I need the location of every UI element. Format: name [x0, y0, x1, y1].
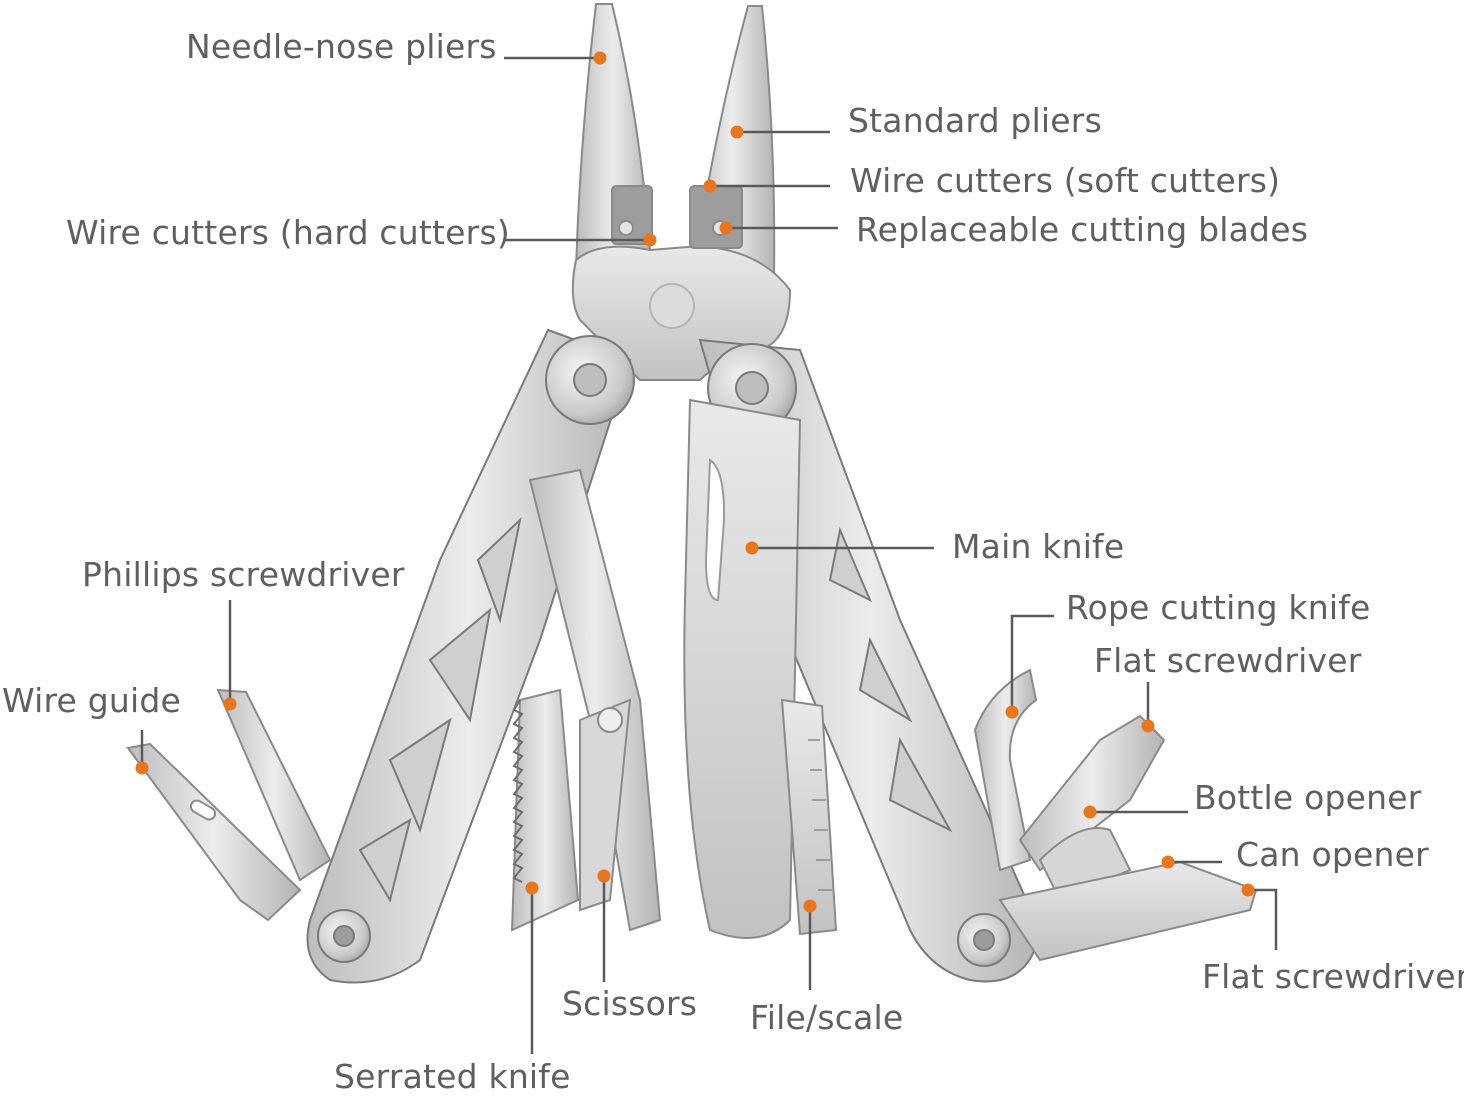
label-needle-nose-pliers: Needle-nose pliers [186, 27, 497, 66]
dot-phillips-screwdriver [223, 697, 237, 711]
dot-scissors [597, 869, 611, 883]
serrations [512, 699, 524, 883]
phillips-screwdriver-tool [216, 688, 332, 882]
label-flat-screwdriver-top: Flat screwdriver [1094, 641, 1362, 680]
can-opener-tool [998, 860, 1258, 962]
dot-needle-nose-pliers [593, 51, 607, 65]
label-flat-screwdriver-bottom: Flat screwdriver [1202, 957, 1464, 996]
label-wire-cutters-soft: Wire cutters (soft cutters) [850, 161, 1281, 200]
serrated-knife-blade [510, 688, 580, 932]
left-side-tools [126, 688, 332, 922]
label-scissors: Scissors [562, 984, 698, 1023]
label-serrated-knife: Serrated knife [334, 1057, 571, 1096]
wire-guide-tool [126, 742, 302, 922]
dot-flat-screwdriver-top [1141, 719, 1155, 733]
leader-flat-screwdriver-bottom [1248, 888, 1278, 950]
dot-serrated-knife [525, 881, 539, 895]
dot-wire-cutters-hard [643, 233, 657, 247]
leader-lines [140, 56, 1278, 1054]
marker-dots [135, 51, 1255, 913]
main-knife-blade [683, 398, 802, 939]
flat-screwdriver-top-tool [1018, 714, 1166, 872]
right-cutter-insert [689, 185, 743, 249]
label-wire-cutters-hard: Wire cutters (hard cutters) [66, 213, 510, 252]
dot-flat-screwdriver-bottom [1241, 883, 1255, 897]
bottle-opener-tool [1038, 827, 1132, 902]
file-scale-tool [780, 698, 838, 936]
label-standard-pliers: Standard pliers [848, 101, 1102, 140]
dot-replaceable-blades [719, 221, 733, 235]
pliers-center-pivot [649, 283, 695, 329]
label-main-knife: Main knife [952, 527, 1125, 566]
label-bottle-opener: Bottle opener [1194, 778, 1422, 817]
dot-rope-cutting-knife [1005, 705, 1019, 719]
label-rope-cutting-knife: Rope cutting knife [1066, 588, 1371, 627]
scale-ticks [808, 739, 832, 891]
label-phillips-screwdriver: Phillips screwdriver [82, 555, 405, 594]
dot-main-knife [745, 541, 759, 555]
leader-rope-cutting-knife [1010, 614, 1054, 712]
rope-cutting-knife-tool [973, 668, 1038, 872]
label-replaceable-blades: Replaceable cutting blades [856, 210, 1309, 249]
scissors-tool [528, 468, 662, 932]
label-can-opener: Can opener [1236, 835, 1429, 874]
label-wire-guide: Wire guide [2, 681, 181, 720]
dot-wire-cutters-soft [703, 179, 717, 193]
dot-standard-pliers [730, 125, 744, 139]
right-side-tools [973, 668, 1258, 962]
label-file-scale: File/scale [750, 998, 904, 1037]
dot-wire-guide [135, 761, 149, 775]
dot-file-scale [803, 899, 817, 913]
dot-can-opener [1161, 855, 1175, 869]
dot-bottle-opener [1083, 805, 1097, 819]
